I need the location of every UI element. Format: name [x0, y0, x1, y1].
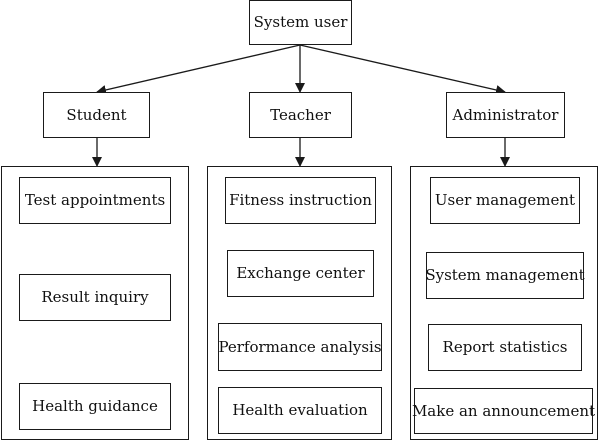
function-label: Fitness instruction [229, 191, 372, 210]
function-label: Result inquiry [41, 288, 149, 307]
role-node-student: Student [43, 92, 150, 138]
role-node-administrator: Administrator [446, 92, 565, 138]
function-health-guidance: Health guidance [19, 383, 171, 430]
function-user-management: User management [430, 177, 580, 224]
function-report-statistics: Report statistics [428, 324, 582, 371]
function-label: User management [434, 191, 576, 210]
student-functions-panel [1, 166, 189, 440]
role-node-label: Student [66, 105, 127, 124]
arrow-root-to-administrator [299, 44, 506, 95]
function-label: Performance analysis [218, 337, 382, 356]
function-label: Make an announcement [411, 401, 596, 420]
role-node-teacher: Teacher [249, 92, 352, 138]
function-label: Health guidance [32, 397, 158, 416]
function-health-evaluation: Health evaluation [218, 387, 382, 434]
administrator-functions-panel [410, 166, 598, 440]
function-test-appointments: Test appointments [19, 177, 171, 224]
function-performance-analysis: Performance analysis [218, 323, 382, 371]
role-node-label: Teacher [270, 105, 331, 124]
function-exchange-center: Exchange center [227, 250, 374, 297]
arrow-root-to-student [96, 44, 301, 95]
root-node-label: System user [253, 13, 348, 32]
function-system-management: System management [425, 252, 585, 299]
root-node: System user [249, 0, 352, 45]
function-label: Test appointments [24, 191, 166, 210]
role-node-label: Administrator [452, 105, 559, 124]
function-label: Exchange center [236, 264, 365, 283]
function-make-an-announcement: Make an announcement [411, 388, 596, 434]
teacher-functions-panel [207, 166, 392, 440]
function-result-inquiry: Result inquiry [19, 274, 171, 321]
function-label: Report statistics [442, 338, 568, 357]
function-label: Health evaluation [232, 401, 368, 420]
function-label: System management [425, 266, 585, 285]
function-fitness-instruction: Fitness instruction [225, 177, 376, 224]
